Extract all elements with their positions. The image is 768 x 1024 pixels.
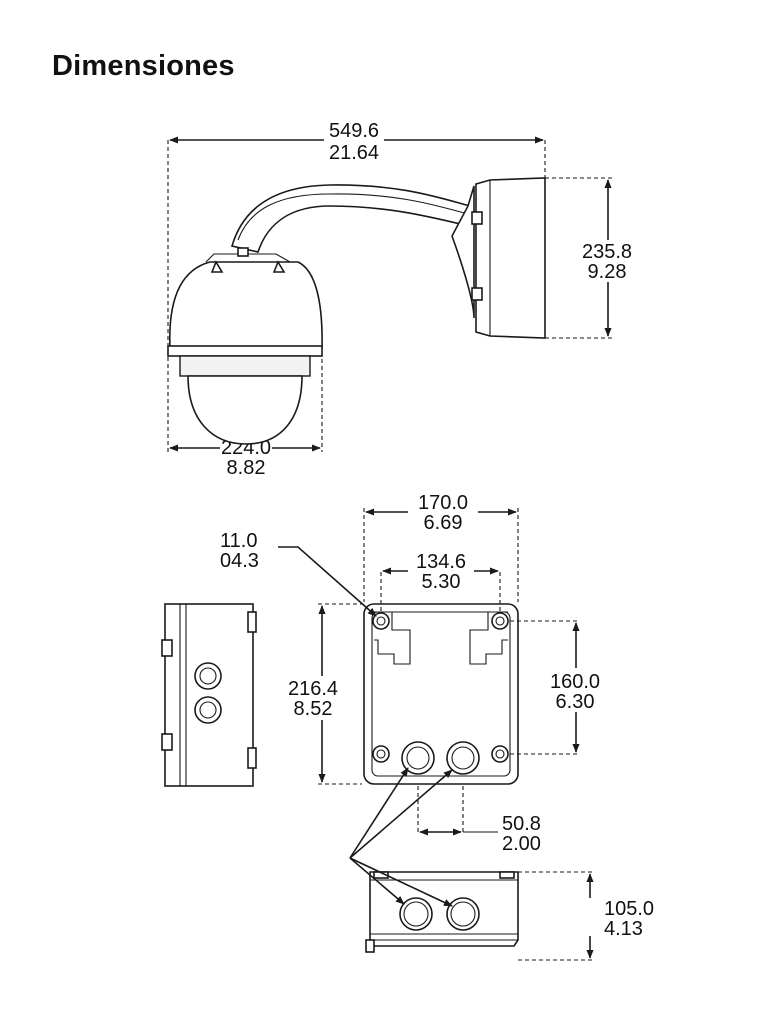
dome-trim [179,355,311,377]
housing-screw [237,247,249,257]
overall-width-mm: 549.6 [329,120,379,142]
mount-hole-top-left [372,612,390,630]
conduit-spacing-mm: 50.8 [502,813,541,835]
box-height-mm: 216.4 [288,678,338,700]
box-side-body [164,603,254,787]
mount-hole-top-right [491,612,509,630]
side-conduit-upper [194,662,222,690]
dome-ring [167,345,323,357]
side-conduit-lower [194,696,222,724]
conduit-leaders [349,767,453,907]
box-depth-in: 4.13 [604,918,643,940]
arm-bracket [451,185,475,319]
keyhole-bracket-right [469,611,508,665]
box-front-body [363,603,519,785]
mount-height-mm: 235.8 [582,241,632,263]
housing-clips [210,260,286,273]
keyhole-bracket-left [374,611,411,665]
overall-width-in: 21.64 [329,142,379,164]
hole-spacing-h-in: 5.30 [422,571,461,593]
conduit-knockout-left [401,741,435,775]
box-depth-mm: 105.0 [604,898,654,920]
bottom-conduit-left [399,897,433,931]
hole-spacing-h-mm: 134.6 [416,551,466,573]
side-view: 549.6 21.64 235.8 9.28 224.0 8.82 [167,120,632,479]
box-width-mm: 170.0 [418,492,468,514]
hole-diameter-mm: 11.0 [220,530,257,552]
bottom-conduit-right [446,897,480,931]
dome-housing [169,261,323,349]
box-bottom-body [369,871,519,947]
wall-mount-plate [475,177,546,339]
box-height-in: 8.52 [294,698,333,720]
box-width-in: 6.69 [424,512,463,534]
wall-arm [230,184,471,253]
hole-diameter-in: 04.3 [220,550,259,572]
dome-diameter-in: 8.82 [227,457,266,479]
conduit-spacing-in: 2.00 [502,833,541,855]
page-title: Dimensiones [52,50,235,82]
box-side-view [161,603,257,787]
conduit-knockout-right [446,741,480,775]
mount-tab-upper [471,211,483,225]
mount-tab-lower [471,287,483,301]
dome-bubble [187,375,303,445]
mount-hole-bottom-left [372,745,390,763]
mount-height-in: 9.28 [588,261,627,283]
mount-hole-bottom-right [491,745,509,763]
hole-spacing-v-in: 6.30 [556,691,595,713]
hole-diameter-leader [278,546,377,617]
box-views: 170.0 6.69 134.6 5.30 11.0 04.3 216.4 8.… [161,492,654,961]
hole-spacing-v-mm: 160.0 [550,671,600,693]
box-bottom-view [365,871,519,953]
box-front-view [363,603,519,785]
wall-arm-edge [237,193,469,241]
